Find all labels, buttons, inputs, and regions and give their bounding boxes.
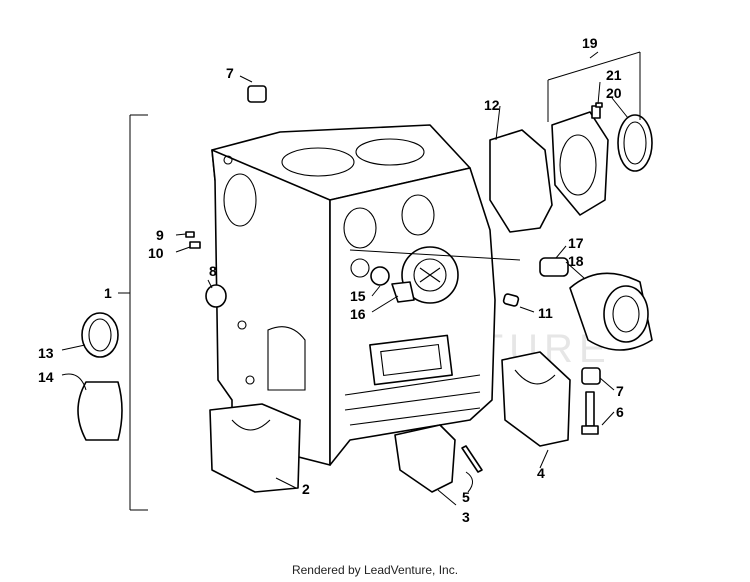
callout-21: 21: [606, 67, 622, 83]
cylinder-block: [211, 124, 496, 466]
callout-11: 11: [538, 305, 553, 321]
callout-19: 19: [582, 35, 598, 51]
callout-20: 20: [606, 85, 622, 101]
callout-labels: 1 2 3 4 5 6 7 7 8 9 10 11 12 13 14 15 16…: [38, 35, 624, 525]
sleeve-7-top: [247, 85, 267, 103]
pin-9: [185, 231, 195, 238]
dowel-pin-5: [461, 445, 483, 473]
callout-18: 18: [568, 253, 584, 269]
callout-8: 8: [209, 263, 217, 279]
bearing-14: [77, 381, 123, 441]
pin-11: [502, 293, 520, 307]
callout-10: 10: [148, 245, 164, 261]
sleeve-7-right: [581, 367, 601, 385]
callout-5: 5: [462, 489, 470, 505]
callout-2: 2: [302, 481, 310, 497]
bolt-6: [581, 391, 599, 435]
callout-7-right: 7: [616, 383, 624, 399]
callout-1: 1: [104, 285, 112, 301]
callout-6: 6: [616, 404, 624, 420]
callout-13: 13: [38, 345, 54, 361]
cover-19: [551, 111, 609, 216]
gasket-12: [489, 129, 553, 233]
callout-7-top: 7: [226, 65, 234, 81]
callout-16: 16: [350, 306, 366, 322]
render-credit: Rendered by LeadVenture, Inc.: [291, 563, 459, 577]
callout-17: 17: [568, 235, 584, 251]
bearing-cap-center: [394, 424, 456, 493]
plug-16: [391, 281, 415, 303]
callout-12: 12: [484, 97, 500, 113]
callout-15: 15: [350, 288, 366, 304]
oil-filter-18: [569, 272, 653, 351]
callout-4: 4: [537, 465, 545, 481]
seal-20: [617, 114, 653, 172]
bearing-cap-front: [501, 351, 571, 447]
callout-9: 9: [156, 227, 164, 243]
bearing-cap-rear: [209, 403, 301, 493]
fitting-17: [539, 257, 569, 277]
callout-3: 3: [462, 509, 470, 525]
washer-15: [370, 266, 390, 286]
bearing-13: [81, 312, 119, 358]
plug-10: [189, 241, 201, 249]
callout-14: 14: [38, 369, 54, 385]
leader-lines: [61, 51, 641, 511]
seal-8: [205, 284, 227, 308]
bolt-21: [591, 102, 603, 119]
